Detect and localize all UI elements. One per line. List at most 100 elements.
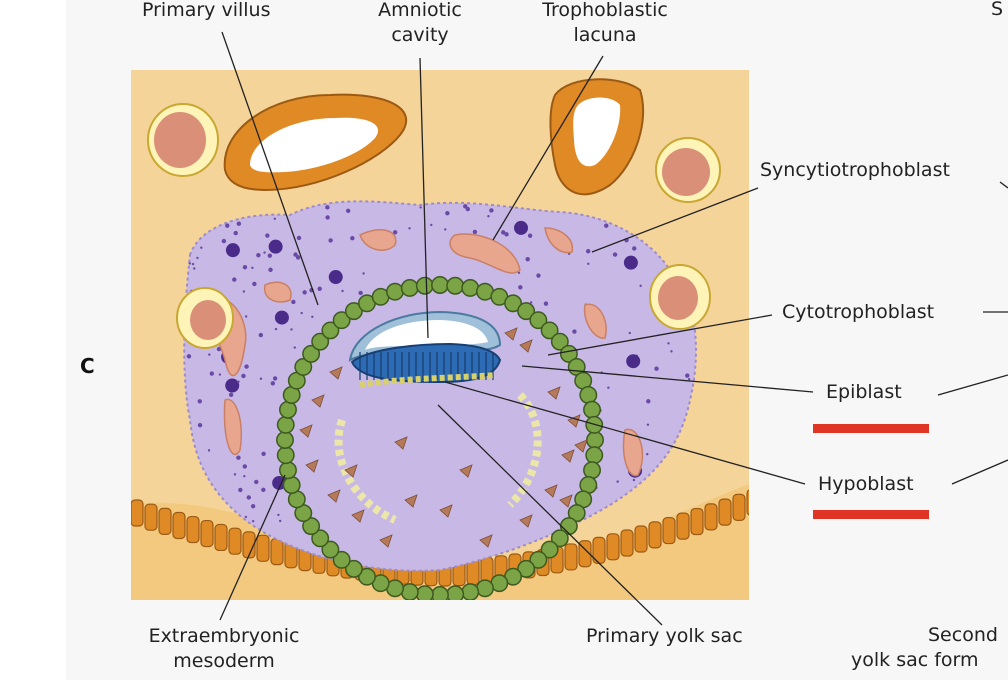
- mesoderm-cell: [299, 424, 313, 438]
- trophoblast-granule: [291, 299, 296, 305]
- mesoderm-cell: [394, 436, 408, 450]
- trophoblast-granule: [208, 353, 211, 356]
- trophoblast-nucleus: [514, 220, 529, 235]
- uterine-epithelium-lower: [131, 484, 749, 600]
- trophoblast-granule: [296, 235, 302, 241]
- trophoblast-nucleus: [626, 354, 641, 369]
- mesoderm-cell: [561, 449, 575, 463]
- epithelial-cell: [131, 499, 144, 527]
- trophoblast-granule: [654, 366, 659, 371]
- leader-cut-4: [999, 181, 1008, 189]
- trophoblast-granule: [646, 399, 651, 404]
- cytotrophoblast-cell: [461, 279, 480, 297]
- epithelial-cell: [242, 531, 256, 559]
- trophoblast-granule: [200, 246, 203, 249]
- right-panel-fragment-bottom-line2: yolk sac form: [851, 649, 979, 671]
- trophoblast-granule: [270, 381, 276, 386]
- cytotrophoblast-cell: [446, 585, 465, 600]
- cytotrophoblast-cells: [276, 276, 604, 600]
- trophoblast-granule: [465, 206, 471, 212]
- trophoblast-granule: [504, 232, 509, 237]
- trophoblast-granule: [646, 423, 650, 426]
- maternal-blood-vessels: [147, 103, 721, 349]
- mesoderm-cell: [344, 464, 358, 478]
- hypoblast-layer: [359, 372, 496, 388]
- label-trophoblastic-lacuna-line2: lacuna: [573, 24, 637, 46]
- epithelial-cell: [158, 507, 172, 535]
- trophoblast-granule: [244, 515, 248, 519]
- trophoblast-granule: [419, 206, 422, 209]
- cytotrophoblast-cell: [282, 476, 301, 494]
- mesoderm-cell: [544, 484, 558, 498]
- cytotrophoblast-cell: [276, 446, 295, 465]
- mesoderm-cell: [379, 534, 393, 548]
- leader-lines: [219, 31, 1008, 626]
- epithelial-cell: [648, 521, 662, 549]
- epithelial-cell: [256, 534, 270, 562]
- mesoderm-cell: [329, 366, 343, 380]
- cytotrophoblast-cell: [586, 431, 604, 449]
- trophoblast-granule: [209, 371, 215, 376]
- cytotrophoblast-cell: [476, 579, 494, 598]
- trophoblast-granule: [639, 284, 642, 288]
- leader-cytotrophoblast: [547, 314, 773, 356]
- trophoblast-granule: [251, 266, 254, 270]
- cytotrophoblast-cell: [400, 583, 419, 600]
- epithelial-cell: [662, 516, 676, 545]
- epithelial-cell: [732, 493, 746, 521]
- trophoblast-nucleus: [274, 310, 289, 325]
- trophoblast-granule: [236, 221, 242, 226]
- trophoblast-granule: [687, 378, 691, 381]
- trophoblast-granule: [233, 230, 238, 236]
- mesoderm-cell: [459, 464, 473, 478]
- mesoderm-cell: [519, 339, 533, 353]
- cytotrophoblast-cell: [446, 276, 465, 295]
- trophoblast-granule: [277, 513, 280, 517]
- cytotrophoblast-cell: [302, 344, 321, 363]
- trophoblast-granule: [207, 449, 211, 452]
- cytotrophoblast-cell: [550, 529, 569, 548]
- trophoblast-granule: [487, 214, 490, 218]
- leader-primary-villus: [221, 31, 319, 306]
- leader-cut-2: [937, 374, 1008, 396]
- cytotrophoblast-cell: [321, 540, 340, 559]
- trophoblast-granule: [221, 238, 227, 244]
- right-panel-fragment-bottom-line1: Second: [928, 624, 998, 646]
- trophoblast-granule: [362, 272, 365, 275]
- cytotrophoblast-cell: [332, 311, 351, 330]
- cytotrophoblast-cell: [357, 567, 376, 586]
- cytotrophoblast-cell: [461, 583, 480, 600]
- mesoderm-cell: [559, 494, 573, 508]
- trophoblast-granule: [261, 487, 266, 493]
- cytotrophoblast-cell: [415, 276, 434, 295]
- cytotrophoblast-cell: [321, 321, 340, 340]
- epithelial-cell: [620, 529, 634, 557]
- trophoblast-granule: [302, 290, 307, 295]
- cytotrophoblast-cell: [311, 332, 330, 351]
- label-cytotrophoblast: Cytotrophoblast: [782, 301, 935, 323]
- lower-gland-cells: [131, 489, 749, 587]
- trophoblast-granule: [325, 205, 330, 210]
- mesoderm-cell: [311, 394, 325, 408]
- label-epiblast: Epiblast: [826, 381, 902, 403]
- trophoblast-granule: [612, 252, 618, 257]
- trophoblast-granule: [604, 223, 609, 228]
- trophoblast-granule: [244, 315, 248, 318]
- cytotrophoblast-cell: [279, 461, 297, 480]
- epithelial-cell: [228, 527, 242, 555]
- uterine-glands: [223, 78, 645, 196]
- epithelial-cell: [606, 533, 620, 561]
- trophoblast-granule: [252, 281, 257, 287]
- leader-syncytiotrophoblast: [591, 187, 759, 253]
- trophoblast-granule: [238, 487, 243, 493]
- trophoblast-granule: [294, 253, 298, 257]
- trophoblast-granule: [225, 223, 230, 228]
- label-syncytiotrophoblast: Syncytiotrophoblast: [760, 159, 950, 181]
- trophoblast-nucleus: [268, 239, 283, 254]
- trophoblast-granule: [536, 273, 541, 278]
- epithelial-cell: [704, 503, 718, 531]
- epithelial-cell: [564, 543, 578, 571]
- trophoblast-granule: [267, 253, 273, 258]
